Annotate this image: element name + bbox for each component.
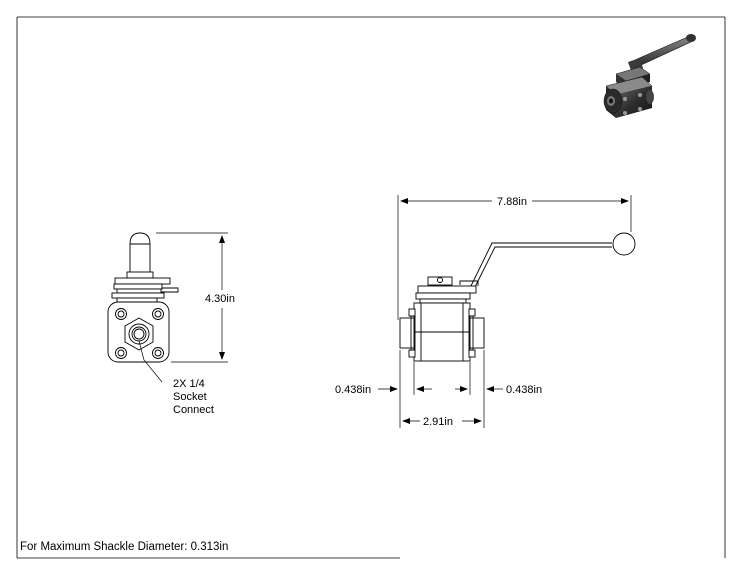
overall-length-dimension <box>397 195 632 320</box>
callout-line-1: 2X 1/4 <box>173 378 205 390</box>
end-view <box>107 232 179 383</box>
height-dimension <box>156 232 228 363</box>
footer-note: For Maximum Shackle Diameter: 0.313in <box>20 541 228 553</box>
overall-length-label: 7.88in <box>497 196 527 208</box>
side-view <box>399 232 636 362</box>
callout-line-2: Socket <box>173 391 207 403</box>
callout-line-3: Connect <box>173 404 214 416</box>
isometric-valve-image <box>603 34 696 118</box>
end-length-dimensions <box>378 350 503 428</box>
height-dimension-label: 4.30in <box>205 293 235 305</box>
socket-callout: 2X 1/4 Socket Connect <box>173 378 214 416</box>
sheet-border <box>16 16 726 559</box>
end-left-label: 0.438in <box>335 384 371 396</box>
body-length-label: 2.91in <box>423 416 453 428</box>
end-right-label: 0.438in <box>506 384 542 396</box>
